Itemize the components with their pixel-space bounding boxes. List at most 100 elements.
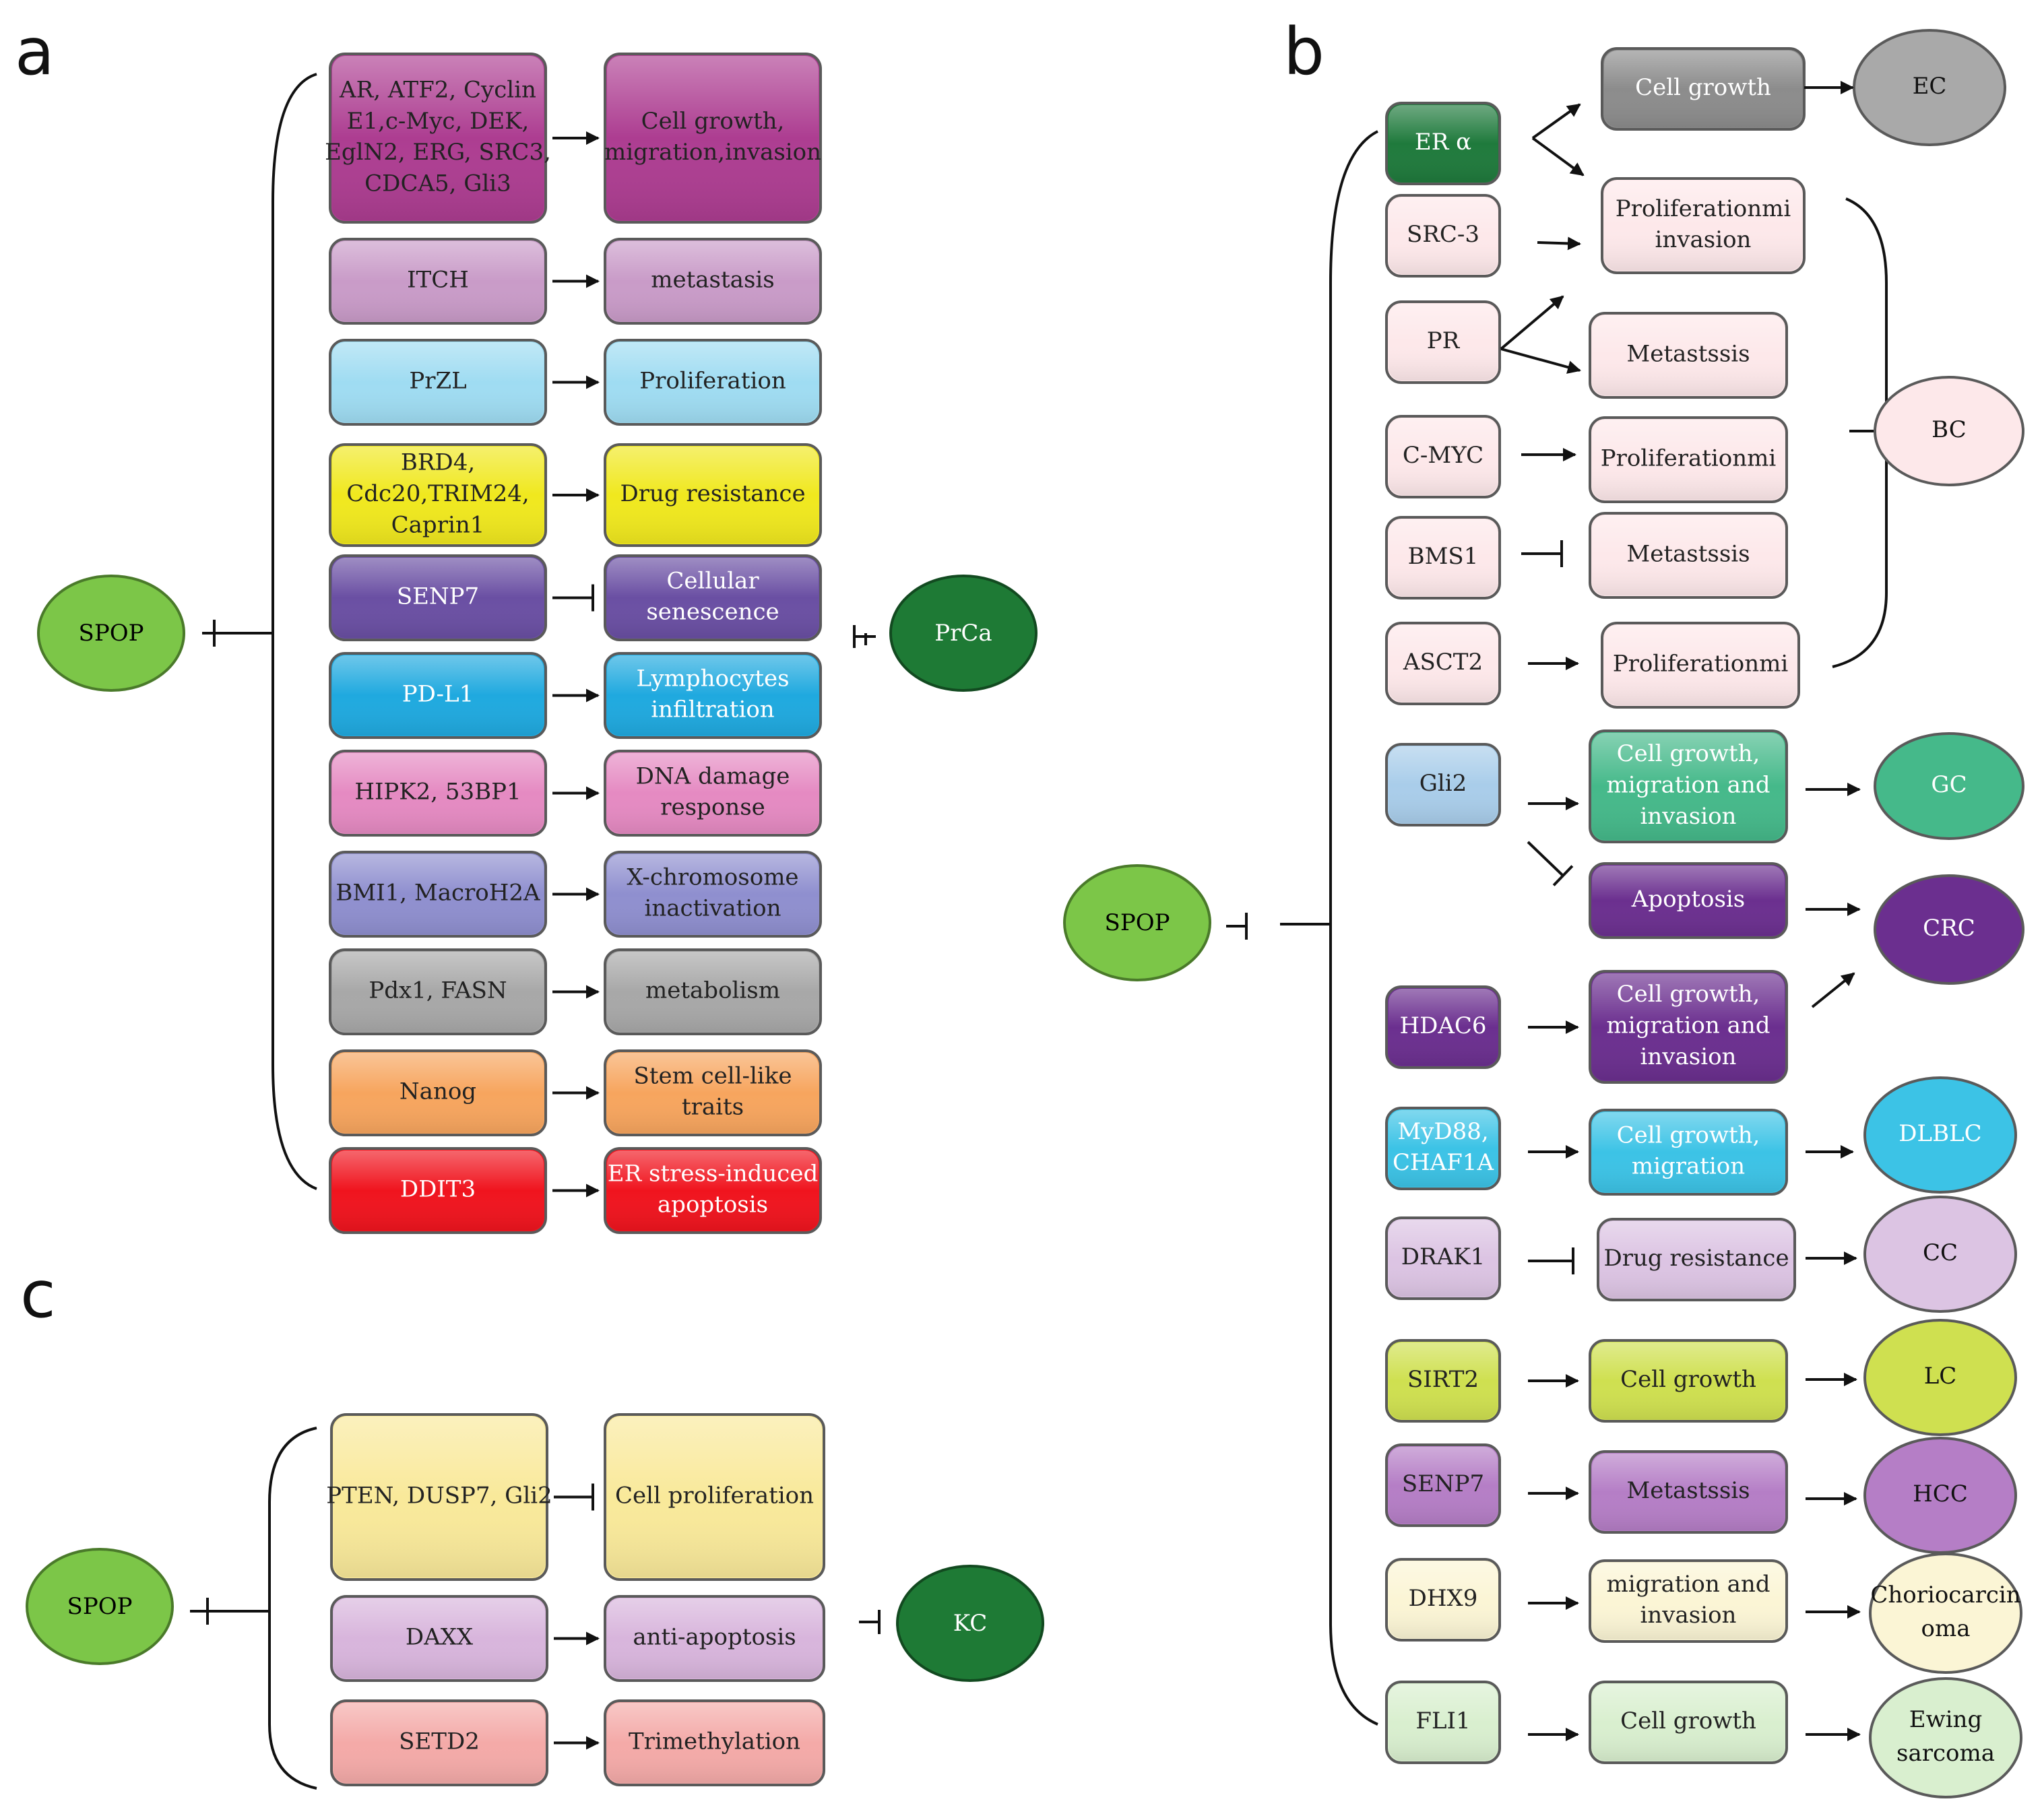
cancer-node-shape [1869,1553,2022,1674]
effect-box-b: Proliferationmi [1601,622,1800,709]
effect-box: ER stress-induced apoptosis [604,1147,822,1234]
effect-box-b-gloss [1592,1342,1785,1419]
effect-box-b-gloss [1592,1454,1785,1530]
gene-box-b-gloss [1389,1561,1498,1638]
spop-node-c [26,1548,174,1665]
effect-box-b: Metastssis [1589,312,1788,399]
effect-box-text: traits [682,1094,744,1121]
effect-box-c-gloss [607,1598,822,1679]
gene-box-b-text: HDAC6 [1399,1012,1486,1039]
effect-box-gloss [607,447,819,544]
effect-box-gloss [607,241,819,321]
effect-box-b-text: Apoptosis [1631,886,1745,913]
effect-box-gloss [607,655,819,736]
gene-box-b-gloss [1389,1447,1498,1524]
effect-box-b-gloss [1592,420,1785,500]
effect-box-b-text: Cell growth [1620,1366,1756,1393]
gene-box-b: DRAK1 [1385,1216,1501,1300]
gene-box-text: Nanog [400,1078,476,1105]
effect-box-b: Cell growth,migration [1589,1109,1788,1196]
effect-box-b-text: invasion [1655,226,1752,253]
effect-box-text: Stem cell-like [634,1062,792,1089]
effect-box-b-text: invasion [1640,803,1737,830]
effect-box-text: Cell growth, [641,108,785,135]
effect-box-b-gloss [1604,625,1797,705]
effect-box-c-text: Trimethylation [629,1728,800,1755]
effect-box-b-text: migration and [1606,772,1770,799]
gene-box-gloss [332,558,544,638]
effect-box-b-gloss [1604,181,1802,271]
cancer-node-text: CC [1923,1239,1958,1266]
gene-box-b: FLI1 [1385,1681,1501,1764]
effect-box-text: apoptosis [658,1192,768,1218]
cancer-node-text: GC [1931,771,1967,798]
gene-box-b-gloss [1389,1342,1498,1419]
gene-box-b: HDAC6 [1385,985,1501,1069]
gene-box-b-gloss [1389,625,1498,702]
gene-box-text: HIPK2, 53BP1 [354,779,521,806]
effect-box-b: Drug resistance [1597,1218,1796,1301]
effect-box-b-text: Cell growth, [1617,1122,1760,1148]
spop-node [37,575,185,692]
effect-box-text: inactivation [644,895,781,922]
cancer-node: BC [1874,376,2024,486]
cancer-node-shape [1874,874,2024,985]
gene-box-gloss [332,1053,544,1133]
effect-box: metabolism [604,948,822,1035]
gene-box: ITCH [329,238,547,325]
gene-box-c-text: DAXX [406,1624,474,1651]
gene-box: BRD4,Cdc20,TRIM24,Caprin1 [329,443,547,547]
effect-box-b: Metastssis [1589,1450,1788,1534]
effect-box-b-text: invasion [1640,1043,1737,1070]
gene-box-text: PD-L1 [402,681,474,708]
effect-box-gloss [607,1150,819,1231]
gene-box-gloss [332,342,544,422]
effect-box-text: infiltration [651,696,774,723]
effect-box-text: X-chromosome [627,864,798,890]
effect-box-b-text: Cell growth [1635,74,1771,101]
effect-box-b-gloss [1592,866,1785,936]
effect-box-c: Trimethylation [604,1699,825,1786]
cancer-node: DLBLC [1863,1076,2017,1194]
gene-box: PD-L1 [329,652,547,739]
effect-box-b-text: Proliferationmi [1613,651,1789,678]
cancer-node-text: EC [1913,73,1947,100]
effect-box-b-gloss [1604,51,1802,127]
effect-box-b-text: Proliferationmi [1616,195,1791,222]
effect-box-c-gloss [607,1417,822,1578]
effect-box-b-text: Cell growth, [1617,981,1760,1008]
effect-box-text: ER stress-induced [608,1160,818,1187]
effect-box-b-text: migration and [1606,1012,1770,1039]
effect-box-c: anti-apoptosis [604,1595,825,1682]
gene-box-c-gloss [333,1598,545,1679]
effect-box-text: metastasis [651,267,774,294]
gene-box: Pdx1, FASN [329,948,547,1035]
effect-box-gloss [607,558,819,638]
gene-box-text: BRD4, [401,449,475,476]
gene-box-b-text: SIRT2 [1407,1366,1479,1393]
gene-box-c-text: SETD2 [399,1728,480,1755]
effect-box-b: Cell growth, migration and invasion [1589,970,1788,1084]
effect-box: Cell growth,migration,invasion [604,53,822,224]
gene-box-b-text: ER α [1415,129,1471,156]
effect-box-b: Proliferationmi invasion [1601,177,1806,274]
effect-box: Proliferation [604,339,822,426]
gene-box-gloss [332,753,544,833]
cancer-node-text: BC [1932,416,1967,443]
kc-label: KC [953,1610,988,1637]
gene-box-b-text: ASCT2 [1403,649,1483,676]
gene-box-gloss [332,655,544,736]
gene-box-text: BMI1, MacroH2A [336,880,540,907]
gene-effect-arrow [1537,236,1581,251]
effect-box-b-text: Cell growth [1620,1708,1756,1734]
effect-box-b-gloss [1600,1221,1793,1298]
cancer-node: CRC [1874,874,2024,985]
gene-box-b: PR [1385,300,1501,384]
gene-box-b-gloss [1389,1110,1498,1187]
effect-box-text: senescence [646,599,779,626]
gene-box-b-gloss [1389,304,1498,381]
gene-box-c: SETD2 [330,1699,548,1786]
